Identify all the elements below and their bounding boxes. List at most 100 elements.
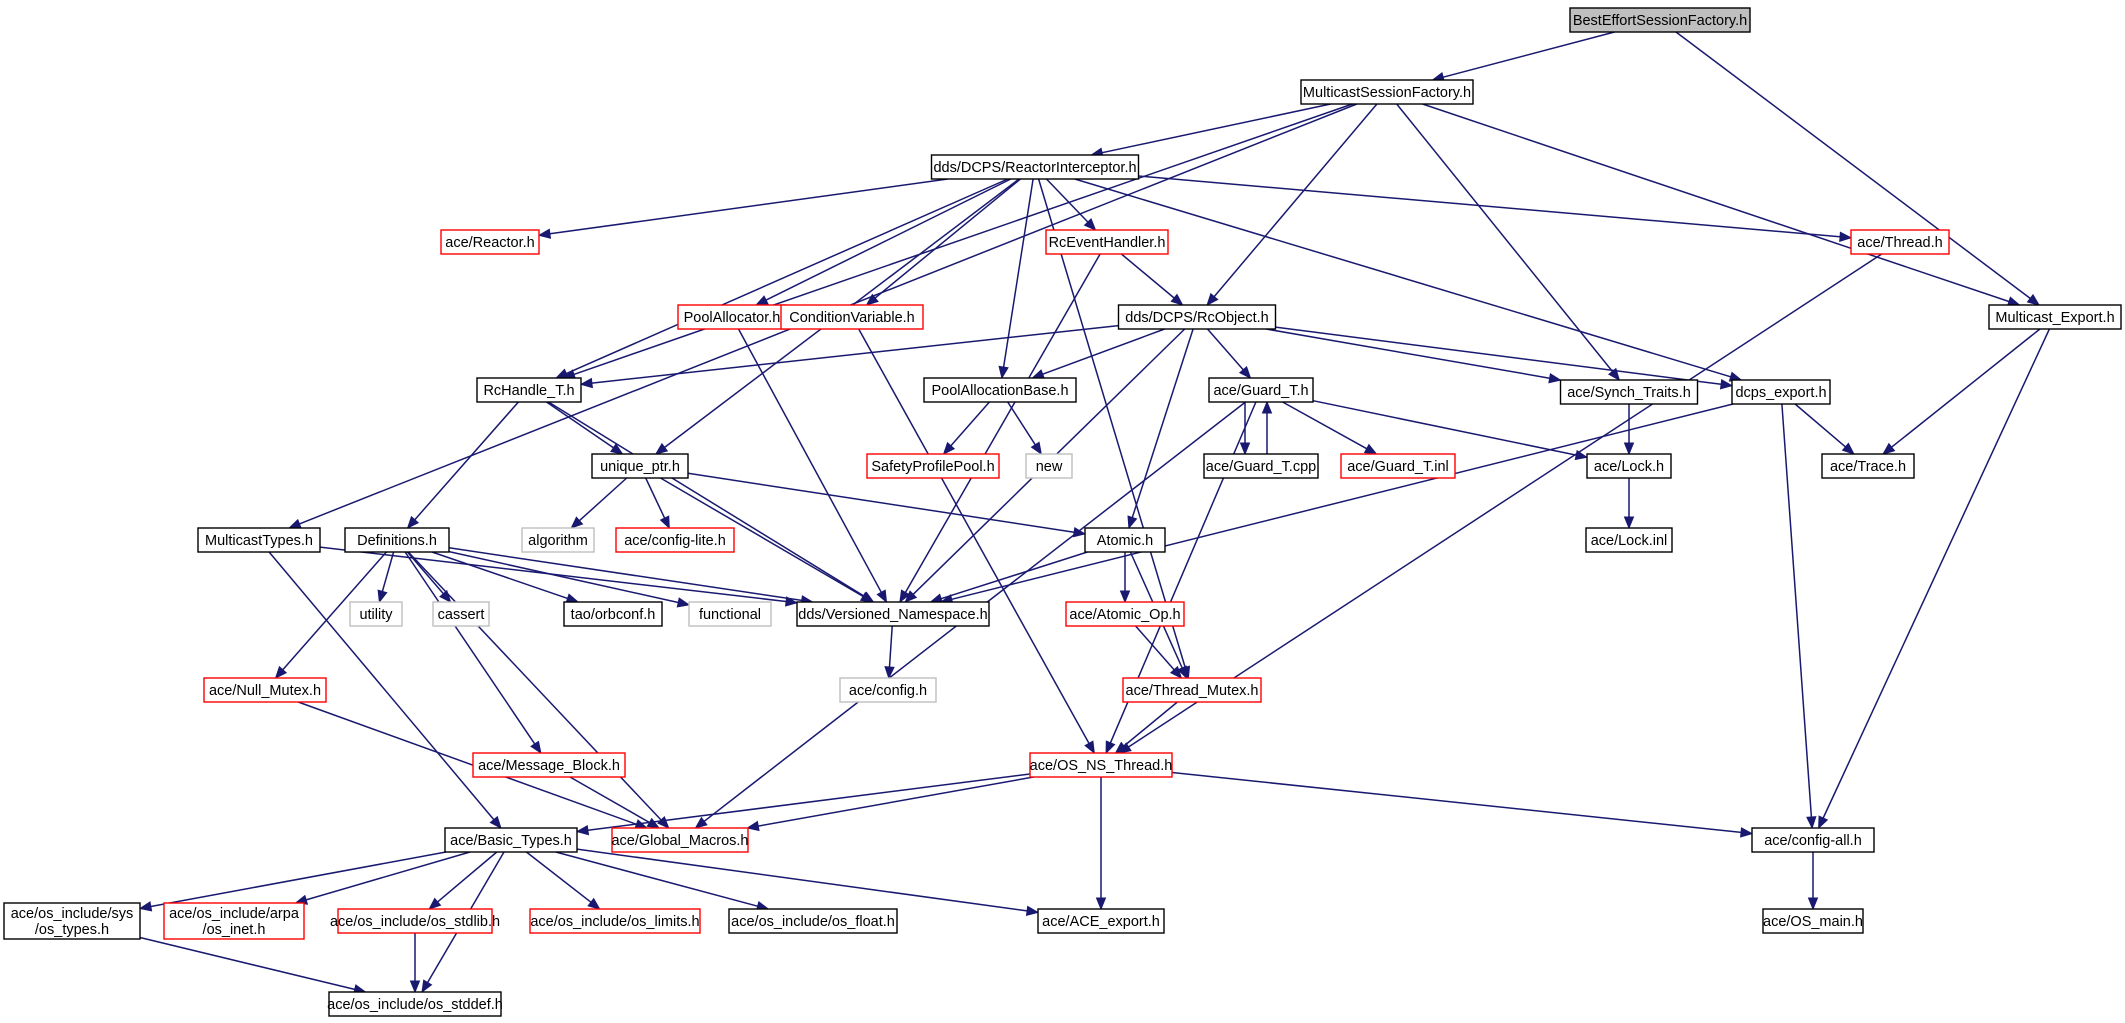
node-uniquePtr[interactable]: unique_ptr.h <box>591 453 689 479</box>
node-box-osStdlib <box>337 908 493 934</box>
node-dcpsExport[interactable]: dcps_export.h <box>1731 379 1831 405</box>
arrowhead-ReactorInterceptor-to-Thread <box>1839 231 1853 242</box>
edge-MulticastExport-to-TraceH <box>1891 328 2041 448</box>
node-RcHandleT[interactable]: RcHandle_T.h <box>476 377 582 403</box>
node-SafetyProfilePool[interactable]: SafetyProfilePool.h <box>866 453 1000 479</box>
node-Reactor[interactable]: ace/Reactor.h <box>440 229 540 255</box>
node-MulticastExport[interactable]: Multicast_Export.h <box>1988 304 2122 330</box>
node-OSNSThread[interactable]: ace/OS_NS_Thread.h <box>1029 752 1173 778</box>
node-label-osInet: ace/os_include/arpa/os_inet.h <box>169 906 300 938</box>
node-label-PoolAllocator: PoolAllocator.h <box>684 310 781 326</box>
node-Thread[interactable]: ace/Thread.h <box>1850 229 1950 255</box>
node-PoolAllocationBase[interactable]: PoolAllocationBase.h <box>923 377 1077 403</box>
arrowhead-ReactorInterceptor-to-RcEventHandler <box>1083 218 1097 231</box>
arrowhead-uniquePtr-to-Atomic <box>1072 526 1087 538</box>
arrowhead-OSNSThread-to-GlobalMacros <box>746 820 760 832</box>
node-LockH[interactable]: ace/Lock.h <box>1586 453 1672 479</box>
node-Atomic[interactable]: Atomic.h <box>1084 527 1166 553</box>
node-box-configAll <box>1751 827 1875 853</box>
node-RcObject[interactable]: dds/DCPS/RcObject.h <box>1117 304 1277 330</box>
edge-MulticastExport-to-configAll <box>1822 328 2051 819</box>
node-label-NullMutex: ace/Null_Mutex.h <box>209 683 321 699</box>
node-MulticastSessionFactory[interactable]: MulticastSessionFactory.h <box>1300 79 1474 105</box>
arrowhead-Definitions-to-GlobalMacros <box>657 816 670 829</box>
node-label-Atomic: Atomic.h <box>1097 533 1153 549</box>
node-osStddef[interactable]: ace/os_include/os_stddef.h <box>327 991 503 1017</box>
edge-ReactorInterceptor-to-ThreadMutex <box>1037 178 1186 668</box>
node-label-BasicTypes: ace/Basic_Types.h <box>450 833 572 849</box>
node-Definitions[interactable]: Definitions.h <box>344 527 450 553</box>
node-MulticastTypes[interactable]: MulticastTypes.h <box>197 527 321 553</box>
node-box-ACEexport <box>1037 908 1165 934</box>
node-box-MulticastExport <box>1988 304 2122 330</box>
arrowhead-MulticastTypes-to-VersionedNamespace <box>785 596 799 607</box>
node-ACEexport[interactable]: ace/ACE_export.h <box>1037 908 1165 934</box>
node-osStdlib[interactable]: ace/os_include/os_stdlib.h <box>330 908 500 934</box>
node-box-ReactorInterceptor <box>930 154 1140 180</box>
node-box-Reactor <box>440 229 540 255</box>
edge-Definitions-to-MessageBlock <box>404 551 536 745</box>
node-RcEventHandler[interactable]: RcEventHandler.h <box>1045 229 1169 255</box>
node-label-dcpsExport: dcps_export.h <box>1735 385 1826 401</box>
node-BestEffortSessionFactory[interactable]: BestEffortSessionFactory.h <box>1569 7 1751 33</box>
node-osLimits[interactable]: ace/os_include/os_limits.h <box>529 908 701 934</box>
node-configLite[interactable]: ace/config-lite.h <box>615 527 735 553</box>
node-ThreadMutex[interactable]: ace/Thread_Mutex.h <box>1122 677 1262 703</box>
node-box-MessageBlock <box>472 752 626 778</box>
edge-uniquePtr-to-configLite <box>645 477 666 519</box>
node-ConditionVariable[interactable]: ConditionVariable.h <box>780 304 924 330</box>
node-utility: utility <box>349 601 403 627</box>
edge-BasicTypes-to-osTypes <box>150 851 447 908</box>
node-osTypes[interactable]: ace/os_include/sys/os_types.h <box>3 902 141 940</box>
node-GuardT[interactable]: ace/Guard_T.h <box>1208 377 1314 403</box>
node-osInet[interactable]: ace/os_include/arpa/os_inet.h <box>163 902 305 940</box>
node-NullMutex[interactable]: ace/Null_Mutex.h <box>203 677 327 703</box>
node-label-Definitions: Definitions.h <box>357 533 437 549</box>
node-label-new: new <box>1036 459 1063 475</box>
edge-OSNSThread-to-configAll <box>1171 771 1742 834</box>
node-configAll[interactable]: ace/config-all.h <box>1751 827 1875 853</box>
node-box-VersionedNamespace <box>796 601 990 627</box>
node-AtomicOp[interactable]: ace/Atomic_Op.h <box>1065 601 1185 627</box>
node-box-GuardTinl <box>1340 453 1456 479</box>
node-GuardTinl[interactable]: ace/Guard_T.inl <box>1340 453 1456 479</box>
node-SynchTraits[interactable]: ace/Synch_Traits.h <box>1559 379 1699 405</box>
arrowhead-MulticastExport-to-configAll <box>1818 815 1829 830</box>
node-GuardTcpp[interactable]: ace/Guard_T.cpp <box>1203 453 1319 479</box>
node-box-osFloat <box>728 908 898 934</box>
node-orbconf[interactable]: tao/orbconf.h <box>563 601 663 627</box>
arrowhead-Atomic-to-AtomicOp <box>1119 590 1131 604</box>
node-MessageBlock[interactable]: ace/Message_Block.h <box>472 752 626 778</box>
node-box-Definitions <box>344 527 450 553</box>
arrowhead-BestEffortSessionFactory-to-MulticastExport <box>2026 293 2041 306</box>
arrowhead-RcHandleT-to-Definitions <box>406 515 420 529</box>
node-LockInl[interactable]: ace/Lock.inl <box>1585 527 1673 553</box>
arrowhead-GuardT-to-OSNSThread <box>1105 740 1116 755</box>
node-PoolAllocator[interactable]: PoolAllocator.h <box>677 304 787 330</box>
node-box-algorithm <box>521 527 595 553</box>
edge-RcObject-to-SynchTraits <box>1265 328 1550 379</box>
node-BasicTypes[interactable]: ace/Basic_Types.h <box>444 827 578 853</box>
node-GlobalMacros[interactable]: ace/Global_Macros.h <box>611 827 749 853</box>
edge-RcObject-to-RcHandleT <box>591 324 1119 384</box>
edge-OSNSThread-to-GlobalMacros <box>758 776 1034 827</box>
node-label-osFloat: ace/os_include/os_float.h <box>731 914 895 930</box>
node-osFloat[interactable]: ace/os_include/os_float.h <box>728 908 898 934</box>
node-TraceH[interactable]: ace/Trace.h <box>1821 453 1915 479</box>
edge-ReactorInterceptor-to-dcpsExport <box>1074 178 1731 378</box>
node-label-functional: functional <box>699 607 761 623</box>
arrowhead-PoolAllocationBase-to-new <box>1030 441 1043 456</box>
node-OSmain[interactable]: ace/OS_main.h <box>1762 908 1864 934</box>
arrowhead-ReactorInterceptor-to-RcHandleT <box>554 368 569 379</box>
edge-ReactorInterceptor-to-PoolAllocator <box>765 178 1012 301</box>
node-box-MulticastTypes <box>197 527 321 553</box>
edge-RcEventHandler-to-VersionedNamespace <box>904 253 1101 593</box>
arrowhead-RcObject-to-VersionedNamespace <box>904 590 918 603</box>
node-label-AtomicOp: ace/Atomic_Op.h <box>1069 607 1180 623</box>
node-label-SynchTraits: ace/Synch_Traits.h <box>1567 385 1691 401</box>
node-ReactorInterceptor[interactable]: dds/DCPS/ReactorInterceptor.h <box>930 154 1140 180</box>
node-label-ThreadMutex: ace/Thread_Mutex.h <box>1126 683 1259 699</box>
edge-ReactorInterceptor-to-Thread <box>1138 175 1841 238</box>
edge-RcObject-to-GuardT <box>1206 328 1244 371</box>
node-VersionedNamespace[interactable]: dds/Versioned_Namespace.h <box>796 601 990 627</box>
